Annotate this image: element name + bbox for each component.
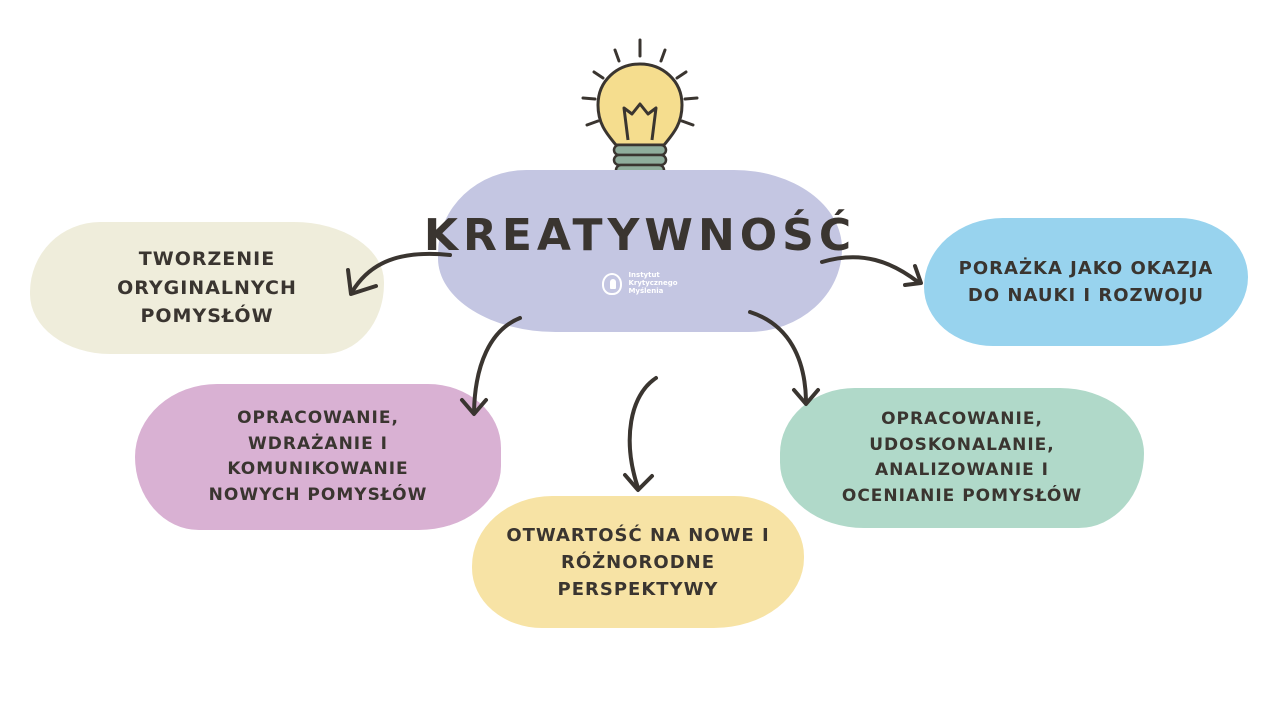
node-tworzenie: TWORZENIE ORYGINALNYCH POMYSŁÓW: [30, 222, 384, 354]
node-tworzenie-label: TWORZENIE ORYGINALNYCH POMYSŁÓW: [117, 248, 297, 328]
node-opracowanie-udoskonalanie: OPRACOWANIE, UDOSKONALANIE, ANALIZOWANIE…: [780, 388, 1144, 528]
arrow-icon: [820, 255, 923, 287]
node-opracowanie-udoskonalanie-label: OPRACOWANIE, UDOSKONALANIE, ANALIZOWANIE…: [841, 409, 1083, 506]
arrow-icon: [346, 251, 452, 296]
central-title: KREATYWNOŚĆ: [423, 210, 857, 262]
logo-line-3: Myślenia: [628, 286, 664, 295]
node-otwartosc-label: OTWARTOŚĆ NA NOWE I RÓŻNORODNE PERSPEKTY…: [506, 524, 770, 600]
node-opracowanie-wdrazanie: OPRACOWANIE, WDRAŻANIE I KOMUNIKOWANIE N…: [135, 384, 501, 530]
institute-logo-icon: [602, 273, 623, 295]
node-porazka-label: PORAŻKA JAKO OKAZJA DO NAUKI I ROZWOJU: [958, 258, 1214, 306]
node-opracowanie-wdrazanie-label: OPRACOWANIE, WDRAŻANIE I KOMUNIKOWANIE N…: [208, 408, 428, 505]
arrow-icon: [623, 376, 658, 492]
node-porazka: PORAŻKA JAKO OKAZJA DO NAUKI I ROZWOJU: [924, 218, 1248, 346]
arrow-icon: [460, 316, 522, 416]
arrow-icon: [748, 310, 820, 406]
central-node: KREATYWNOŚĆ Instytut Krytycznego Myśleni…: [424, 170, 851, 332]
institute-logo: Instytut Krytycznego Myślenia: [602, 271, 678, 295]
logo-line-2: Krytycznego: [628, 279, 678, 288]
node-otwartosc: OTWARTOŚĆ NA NOWE I RÓŻNORODNE PERSPEKTY…: [472, 496, 804, 628]
logo-line-1: Instytut: [628, 271, 660, 280]
